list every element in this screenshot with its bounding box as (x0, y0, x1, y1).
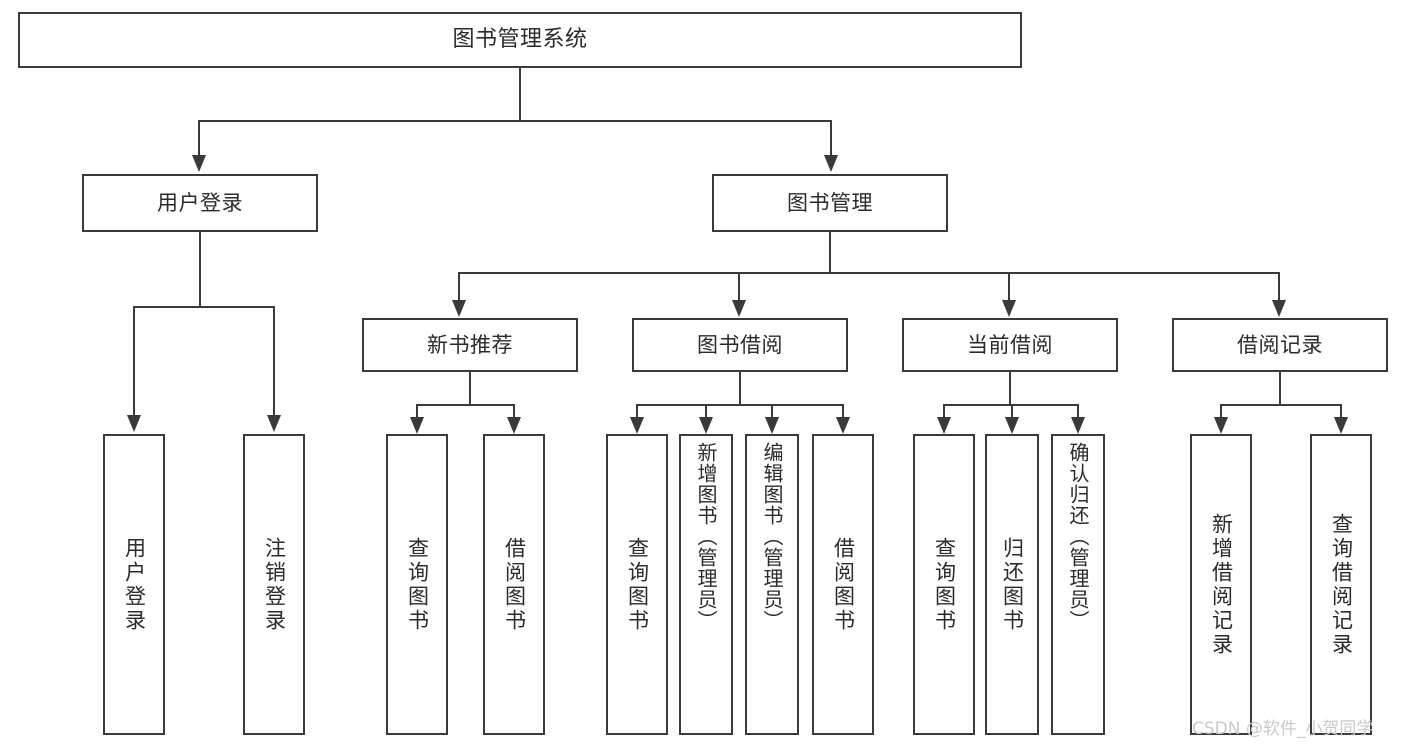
edge-user-login-trunk (199, 232, 201, 306)
node-leaf-borrow-book-1[interactable]: 借阅图书 (483, 434, 545, 735)
node-label: 查询图书 (932, 536, 957, 633)
arrowhead-leaf-user-login (127, 415, 141, 432)
node-label: 新增借阅记录 (1209, 512, 1234, 657)
node-root-system[interactable]: 图书管理系统 (18, 12, 1022, 68)
node-user-login[interactable]: 用户登录 (82, 174, 318, 232)
node-new-book-recommend[interactable]: 新书推荐 (362, 318, 578, 372)
edge-to-leaf-query-book-2 (636, 404, 638, 422)
node-current-borrow[interactable]: 当前借阅 (902, 318, 1118, 372)
arrowhead-leaf-logout (267, 415, 281, 432)
node-label: 借阅记录 (1237, 332, 1323, 357)
edge-borrow-record-distributor (1220, 404, 1341, 406)
edge-book-borrow-distributor (636, 404, 843, 406)
arrowhead-current-borrow (1002, 300, 1016, 317)
edge-to-leaf-query-book-3 (943, 404, 945, 422)
edge-to-leaf-return-book (1011, 404, 1013, 422)
edge-to-book-manage (830, 120, 832, 158)
node-leaf-query-record[interactable]: 查询借阅记录 (1310, 434, 1372, 735)
edge-to-new-book-recommend (458, 272, 460, 304)
arrowhead-leaf-borrow-book-2 (836, 417, 850, 434)
node-leaf-query-book-3[interactable]: 查询图书 (913, 434, 975, 735)
arrowhead-book-manage (824, 155, 838, 172)
node-leaf-borrow-book-2[interactable]: 借阅图书 (812, 434, 874, 735)
edge-to-user-login (198, 120, 200, 158)
edge-book-borrow-trunk (739, 372, 741, 404)
edge-new-book-recommend-trunk (469, 372, 471, 404)
node-label: 用户登录 (157, 190, 243, 215)
edge-to-leaf-borrow-book-2 (842, 404, 844, 422)
arrowhead-leaf-add-book-admin (699, 417, 713, 434)
node-leaf-edit-book-admin[interactable]: 编辑图书（管理员） (745, 434, 799, 735)
edge-to-leaf-query-record (1340, 404, 1342, 422)
edge-to-leaf-add-record (1220, 404, 1222, 422)
edge-to-leaf-borrow-book-1 (513, 404, 515, 422)
arrowhead-book-borrow (732, 300, 746, 317)
arrowhead-borrow-record (1272, 300, 1286, 317)
edge-to-leaf-logout (273, 306, 275, 418)
node-leaf-query-book-1[interactable]: 查询图书 (386, 434, 448, 735)
edge-user-login-distributor (133, 306, 273, 308)
edge-to-borrow-record (1278, 272, 1280, 304)
node-leaf-confirm-return[interactable]: 确认归还（管理员） (1051, 434, 1105, 735)
arrowhead-leaf-query-book-1 (410, 417, 424, 434)
edge-current-borrow-trunk (1009, 372, 1011, 404)
node-label: 用户登录 (122, 536, 147, 633)
node-leaf-add-record[interactable]: 新增借阅记录 (1190, 434, 1252, 735)
arrowhead-leaf-confirm-return (1071, 417, 1085, 434)
node-leaf-query-book-2[interactable]: 查询图书 (606, 434, 668, 735)
node-label: 图书管理系统 (452, 27, 588, 53)
csdn-watermark: CSDN @软件_小贺同学 (1192, 719, 1374, 739)
node-label: 新增图书（管理员） (694, 442, 718, 631)
edge-to-leaf-confirm-return (1077, 404, 1079, 422)
node-label: 借阅图书 (502, 536, 527, 633)
arrowhead-leaf-query-book-2 (630, 417, 644, 434)
arrowhead-leaf-add-record (1214, 417, 1228, 434)
arrowhead-leaf-borrow-book-1 (507, 417, 521, 434)
arrowhead-leaf-edit-book-admin (765, 417, 779, 434)
arrowhead-user-login (192, 155, 206, 172)
node-label: 借阅图书 (831, 536, 856, 633)
node-label: 查询借阅记录 (1329, 512, 1354, 657)
node-label: 查询图书 (625, 536, 650, 633)
arrowhead-leaf-return-book (1005, 417, 1019, 434)
node-label: 查询图书 (405, 536, 430, 633)
edge-to-current-borrow (1008, 272, 1010, 304)
edge-borrow-record-trunk (1279, 372, 1281, 404)
node-label: 归还图书 (1000, 536, 1025, 633)
arrowhead-leaf-query-record (1334, 417, 1348, 434)
node-leaf-user-login[interactable]: 用户登录 (103, 434, 165, 735)
node-label: 注销登录 (262, 536, 287, 633)
node-label: 确认归还（管理员） (1066, 442, 1090, 631)
arrowhead-new-book-recommend (452, 300, 466, 317)
edge-to-leaf-query-book-1 (416, 404, 418, 422)
node-book-borrow[interactable]: 图书借阅 (632, 318, 848, 372)
edge-to-leaf-user-login (133, 306, 135, 418)
node-label: 图书借阅 (697, 332, 783, 357)
node-label: 图书管理 (787, 190, 873, 215)
edge-level1-distributor (198, 120, 832, 122)
edge-book-manage-trunk (829, 232, 831, 272)
node-label: 当前借阅 (967, 332, 1053, 357)
node-leaf-add-book-admin[interactable]: 新增图书（管理员） (679, 434, 733, 735)
node-book-manage[interactable]: 图书管理 (712, 174, 948, 232)
node-borrow-record[interactable]: 借阅记录 (1172, 318, 1388, 372)
edge-to-book-borrow (738, 272, 740, 304)
node-leaf-return-book[interactable]: 归还图书 (985, 434, 1039, 735)
node-leaf-logout[interactable]: 注销登录 (243, 434, 305, 735)
edge-level2-distributor (458, 272, 1280, 274)
node-label: 新书推荐 (427, 332, 513, 357)
edge-to-leaf-edit-book-admin (771, 404, 773, 422)
arrowhead-leaf-query-book-3 (937, 417, 951, 434)
edge-to-leaf-add-book-admin (705, 404, 707, 422)
edge-root-trunk (519, 68, 521, 120)
edge-new-book-recommend-distributor (416, 404, 514, 406)
node-label: 编辑图书（管理员） (760, 442, 784, 631)
